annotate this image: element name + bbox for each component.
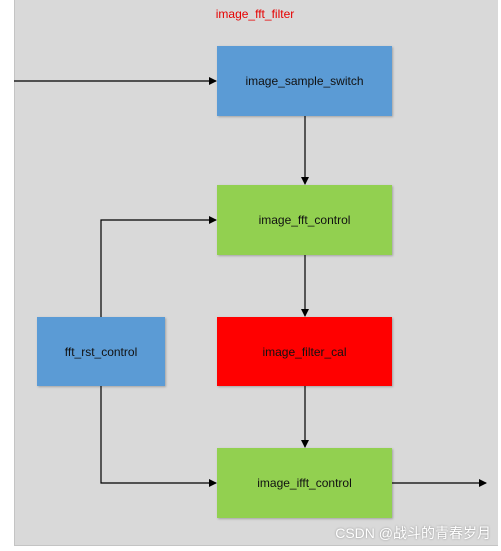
arrow-rst-to-fft bbox=[100, 216, 217, 317]
module-title: image_fft_filter bbox=[215, 7, 295, 21]
block-image-filter-cal: image_filter_cal bbox=[217, 317, 392, 386]
block-fft-rst-control: fft_rst_control bbox=[37, 317, 165, 386]
block-image-fft-control: image_fft_control bbox=[217, 185, 392, 255]
arrow-rst-to-ifft bbox=[100, 386, 217, 487]
block-image-ifft-control: image_ifft_control bbox=[217, 448, 392, 518]
watermark-text: CSDN @战斗的青春岁月 bbox=[335, 525, 491, 541]
block-image-sample-switch: image_sample_switch bbox=[217, 46, 392, 116]
